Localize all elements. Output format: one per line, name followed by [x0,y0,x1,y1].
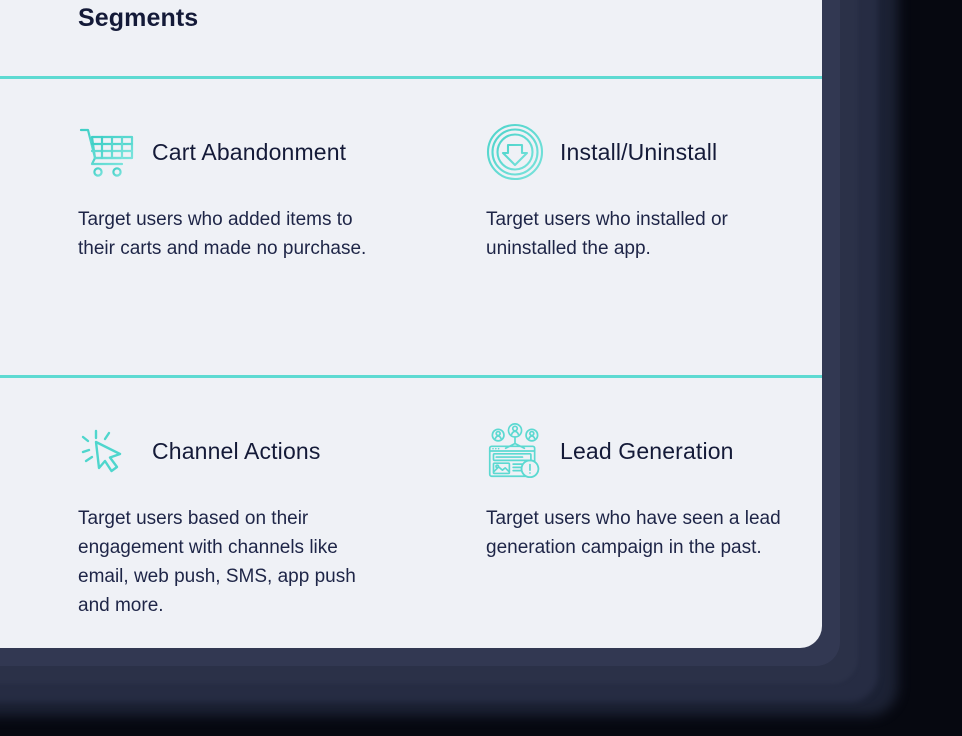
segment-header: Install/Uninstall [486,121,798,183]
segment-header: Channel Actions [78,420,367,482]
segments-card: Segments [0,0,822,648]
divider-middle [0,375,822,378]
segment-row-top: Cart Abandonment Target users who added … [0,79,822,375]
segment-card-cart-abandonment[interactable]: Cart Abandonment Target users who added … [0,79,391,375]
segment-description: Target users who have seen a lead genera… [486,508,781,558]
page-title: Segments [78,3,199,32]
segment-title: Channel Actions [152,437,321,464]
segment-title: Lead Generation [560,437,734,464]
segment-card-install-uninstall[interactable]: Install/Uninstall Target users who insta… [391,79,822,375]
segment-card-channel-actions[interactable]: Channel Actions Target users based on th… [0,378,391,648]
click-cursor-icon [78,422,136,480]
segment-header: Lead Generation [486,420,798,482]
segment-description: Target users based on their engagement w… [78,508,356,616]
install-download-circle-icon [486,123,544,181]
card-header: Segments [0,0,822,76]
segment-title: Install/Uninstall [560,138,718,165]
lead-generation-browser-icon [486,422,544,480]
divider-top [0,76,822,79]
segment-header: Cart Abandonment [78,121,367,183]
segment-title: Cart Abandonment [152,138,347,165]
segment-card-lead-generation[interactable]: Lead Generation Target users who have se… [391,378,822,648]
shopping-cart-icon [78,123,136,181]
segment-description: Target users who added items to their ca… [78,209,367,259]
segment-description: Target users who installed or uninstalle… [486,209,728,259]
segment-row-bottom: Channel Actions Target users based on th… [0,378,822,648]
